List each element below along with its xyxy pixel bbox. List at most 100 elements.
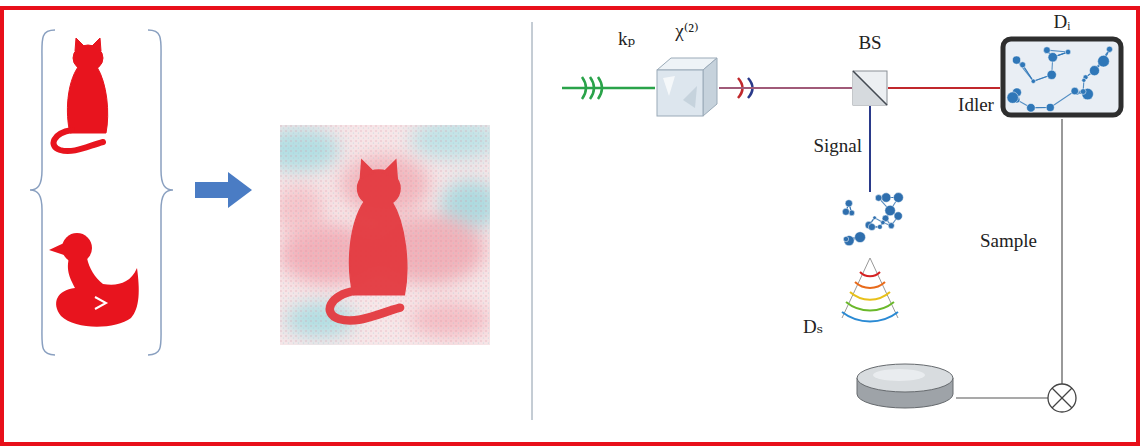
molecule-image-part	[881, 220, 885, 224]
beam-label: Idler	[958, 94, 994, 116]
molecule-image-part	[1098, 55, 1110, 67]
molecule-image	[1007, 46, 1113, 112]
molecule-image-part	[843, 236, 848, 241]
molecule-image-part	[868, 223, 875, 230]
duck-silhouette-part	[95, 297, 106, 309]
molecule-image-part	[875, 195, 882, 202]
molecule-image-part	[894, 212, 902, 220]
molecule-image-part	[1031, 79, 1035, 83]
noisy-image	[280, 125, 490, 345]
molecule-image-part	[1046, 103, 1054, 111]
beam-splitter-shape-part	[853, 71, 887, 105]
nonlinear-crystal-shape	[655, 56, 719, 118]
beam-label: Signal	[813, 135, 862, 157]
cat-silhouette	[54, 38, 108, 151]
node-label: Sample	[980, 230, 1037, 252]
molecule-image-part	[873, 216, 877, 220]
nonlinear-crystal-shape-part	[703, 58, 717, 116]
idler-beam	[888, 87, 1000, 89]
molecule-image-part	[1106, 46, 1112, 52]
brace	[30, 30, 55, 355]
duck-silhouette-part	[56, 258, 139, 327]
molecule-image-part	[1050, 91, 1075, 107]
molecule-image	[842, 193, 903, 246]
beam-splitter-shape-part	[853, 71, 887, 105]
signal-beam	[869, 106, 871, 192]
nonlinear-crystal: χ⁽²⁾	[655, 56, 719, 118]
node-label: χ⁽²⁾	[675, 20, 698, 42]
nonlinear-crystal-shape-part	[657, 70, 703, 116]
beam-splitter-shape-part	[853, 71, 887, 105]
molecule-image-part	[1065, 49, 1070, 54]
molecule-image-part	[1089, 66, 1099, 76]
molecule-image-part	[842, 208, 849, 215]
molecule-image-part	[1080, 89, 1086, 95]
signal-detector-shape	[855, 362, 955, 410]
noisy-image-part	[280, 125, 490, 345]
pump-wave-part	[590, 77, 594, 99]
molecule-image-part	[1082, 78, 1086, 82]
molecule-image-part	[893, 193, 903, 203]
mixer-symbol-part	[1048, 384, 1076, 412]
molecule-image-part	[885, 205, 895, 215]
pump-output-beam	[719, 87, 852, 89]
signal-detector-shape-part	[873, 369, 925, 381]
scattered-light-part	[846, 302, 894, 311]
molecule-image-part	[1071, 87, 1079, 95]
scattered-light	[842, 258, 898, 322]
molecule-image-part	[1020, 62, 1026, 68]
molecule-image-part	[1027, 103, 1036, 112]
molecule-image-part	[1066, 50, 1070, 54]
molecule-image-part	[845, 200, 852, 207]
beam-splitter-shape	[852, 70, 888, 106]
detector-wire	[956, 397, 1048, 398]
scattered-light-part	[860, 272, 880, 276]
duck-silhouette-part	[49, 243, 64, 255]
beam-splitter: BS	[852, 70, 888, 106]
nonlinear-crystal-shape-part	[683, 86, 697, 108]
noisy-image-part	[330, 160, 407, 321]
idler-detector: Dᵢ	[1000, 36, 1124, 118]
node-label: Dₛ	[803, 316, 823, 338]
frame	[2, 8, 1138, 444]
scattered-light-part	[855, 282, 885, 288]
pump-wave-part	[598, 77, 602, 99]
mixer-symbol-part	[1052, 388, 1072, 408]
molecule-image-part	[881, 193, 890, 202]
scattered-light-part	[850, 292, 890, 300]
duck-silhouette	[49, 233, 139, 327]
idler-detector-shape	[1000, 36, 1124, 118]
molecule-image-part	[855, 232, 866, 243]
node-label: BS	[858, 32, 881, 54]
detector-wire	[1061, 119, 1062, 384]
molecule-image-part	[1043, 47, 1050, 54]
signal-detector-shape-part	[857, 364, 953, 392]
mixer-symbol-part	[1052, 388, 1072, 408]
mixer-symbol	[1048, 384, 1076, 412]
pump-beam	[562, 87, 655, 90]
brace	[148, 30, 173, 355]
molecule-image-part	[1007, 92, 1018, 103]
pump-wave-part	[582, 77, 586, 99]
molecule-image-part	[877, 224, 882, 229]
scattered-light-part	[842, 312, 898, 322]
molecule-image-part	[844, 235, 854, 245]
molecule-image-part	[1047, 70, 1056, 79]
molecule-image-part	[1048, 52, 1058, 62]
noisy-image-part	[280, 125, 490, 345]
node-label: Dᵢ	[1054, 11, 1071, 33]
transform-arrow	[195, 172, 252, 208]
pump-wave	[582, 77, 602, 99]
divider	[532, 22, 533, 420]
molecule-image-part	[888, 223, 894, 229]
sample-molecule-shape	[838, 192, 904, 254]
idler-detector-shape-part	[1003, 39, 1121, 115]
nonlinear-crystal-shape-part	[663, 76, 675, 96]
sample-molecule: Sample	[838, 192, 904, 254]
pump-wavevector-label: kₚ	[618, 28, 635, 50]
molecule-image-part	[849, 210, 855, 216]
molecule-image-part	[1012, 56, 1020, 64]
